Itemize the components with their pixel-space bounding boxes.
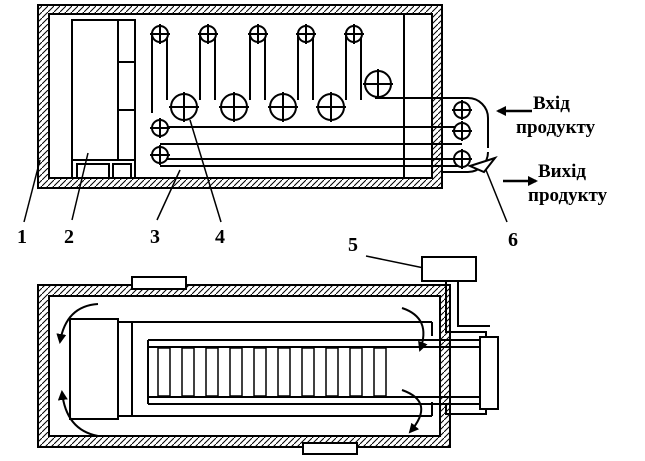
top-port [131,276,187,290]
belt-slats [157,347,387,397]
label-4: 4 [215,226,225,248]
airflow-arrows [56,303,428,437]
label-6: 6 [508,229,518,251]
feed-housing [442,97,498,174]
serpentine-conveyor [151,25,462,167]
bottom-chamber [37,256,499,455]
air-duct [132,321,432,417]
label-2: 2 [64,226,74,248]
label-5: 5 [348,234,358,256]
leader-lines [23,119,508,269]
label-1: 1 [17,226,27,248]
bottom-chamber-wall [37,284,451,448]
inlet-caption-2: продукту [516,117,596,138]
fan-block [69,318,119,420]
conveyor-rollers-left [150,118,170,165]
bottom-port [302,442,358,455]
heater-block [71,19,136,179]
outlet-caption-2: продукту [528,185,608,206]
inlet-caption-1: Вхід [533,93,570,114]
outlet-caption-1: Вихід [538,161,586,182]
label-3: 3 [150,226,160,248]
top-chamber-wall [37,4,443,189]
drive-unit [421,256,499,415]
upper-rollers [150,24,364,44]
lower-rollers [169,69,393,122]
top-chamber: Вхід продукту Вихід продукту [37,4,608,206]
